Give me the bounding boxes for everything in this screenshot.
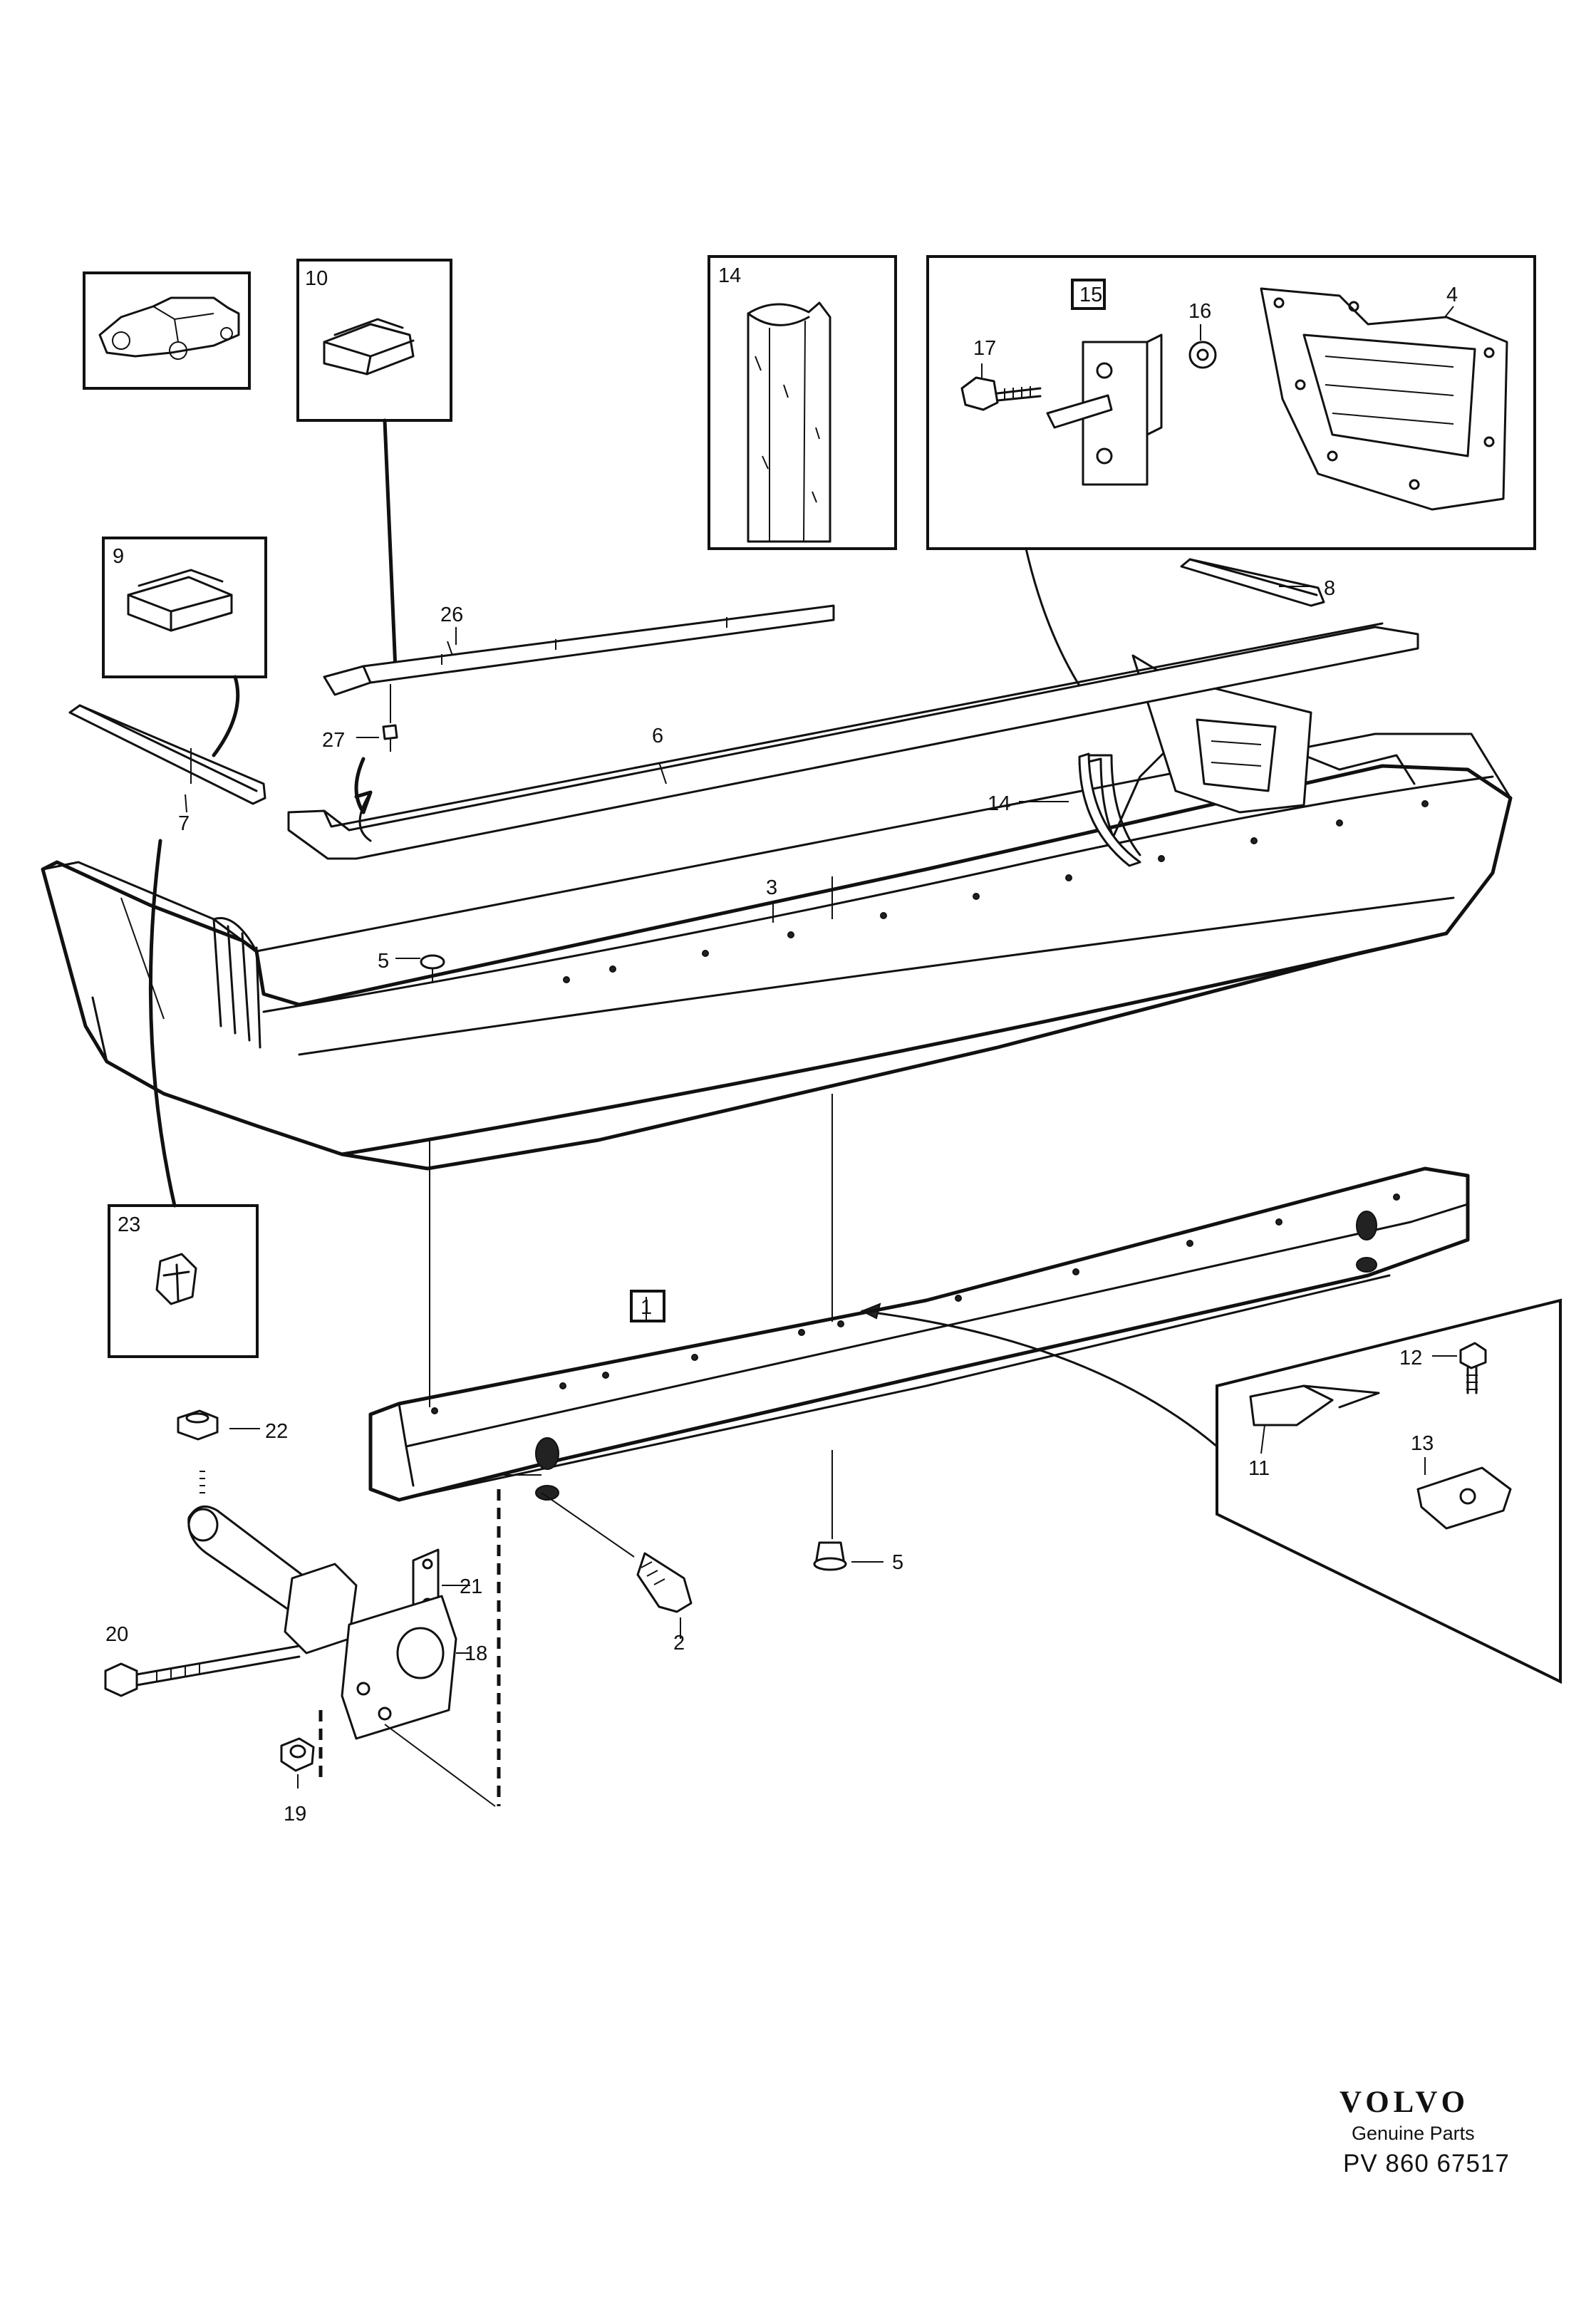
callout-14-inset: 14 — [718, 264, 741, 287]
footer-branding: VOLVO Genuine Parts PV 860 67517 — [1340, 2086, 1510, 2177]
diagram-code: PV 860 67517 — [1343, 2150, 1510, 2177]
callout-1: 1 — [641, 1296, 652, 1319]
callout-11: 11 — [1248, 1457, 1270, 1480]
clips-11-12-13-inset: 11 12 13 — [860, 1298, 1562, 1684]
seal-14 — [1078, 752, 1141, 867]
cover-top-holes — [563, 800, 1429, 983]
callout-27: 27 — [322, 729, 345, 752]
callout-9: 9 — [113, 545, 124, 568]
brand-logo: VOLVO — [1340, 2086, 1469, 2119]
callout-22: 22 — [265, 1420, 288, 1443]
callout-23: 23 — [118, 1213, 140, 1236]
callout-13: 13 — [1411, 1432, 1434, 1455]
bumper-mount-assembly — [104, 1409, 542, 1807]
clip-5-lower — [813, 1450, 884, 1571]
callout-2: 2 — [673, 1632, 685, 1654]
callout-26: 26 — [440, 604, 463, 626]
callout-5-upper: 5 — [378, 950, 389, 973]
callout-12: 12 — [1399, 1347, 1422, 1369]
callout-10: 10 — [305, 267, 328, 290]
alignment-lines — [429, 876, 833, 1407]
screw-27 — [354, 684, 398, 814]
molding-6 — [287, 622, 1419, 860]
part-9-clip-inset: 9 — [102, 537, 267, 757]
clip-5-upper — [395, 954, 445, 983]
part-23-clip-inset: 23 — [108, 839, 259, 1358]
callout-18: 18 — [465, 1642, 487, 1665]
callout-15: 15 — [1079, 284, 1102, 306]
callout-14-main: 14 — [988, 792, 1010, 815]
callout-3: 3 — [766, 876, 777, 899]
bumper-beam — [368, 1166, 1470, 1502]
callout-4: 4 — [1446, 284, 1458, 306]
callout-16: 16 — [1188, 300, 1211, 323]
part-10-clip-inset: 10 — [296, 259, 452, 672]
callout-6: 6 — [652, 725, 663, 747]
callout-21: 21 — [460, 1575, 482, 1598]
bracket-group-inset: 15 17 16 4 — [926, 255, 1536, 703]
callout-leaders — [185, 586, 1315, 1322]
bolt-2 — [541, 1492, 693, 1639]
brand-subtitle: Genuine Parts — [1352, 2123, 1475, 2144]
strip-26 — [323, 604, 835, 696]
bumper-cover — [41, 654, 1513, 1171]
strip-7 — [68, 704, 266, 805]
callout-7: 7 — [178, 812, 190, 835]
callout-8: 8 — [1324, 577, 1335, 600]
callout-20: 20 — [105, 1623, 128, 1646]
car-thumbnail-inset — [83, 271, 251, 390]
beam-top-holes — [431, 1193, 1400, 1414]
callout-17: 17 — [973, 337, 996, 360]
callout-labels: 26 27 6 7 8 3 5 14 1 22 21 18 20 19 2 5 — [105, 577, 1335, 1826]
strip-8 — [1180, 558, 1325, 607]
callout-1-box — [630, 1290, 665, 1322]
part-14-seal-inset: 14 — [708, 255, 897, 550]
callout-19: 19 — [284, 1803, 306, 1826]
callout-5-lower: 5 — [892, 1551, 903, 1574]
